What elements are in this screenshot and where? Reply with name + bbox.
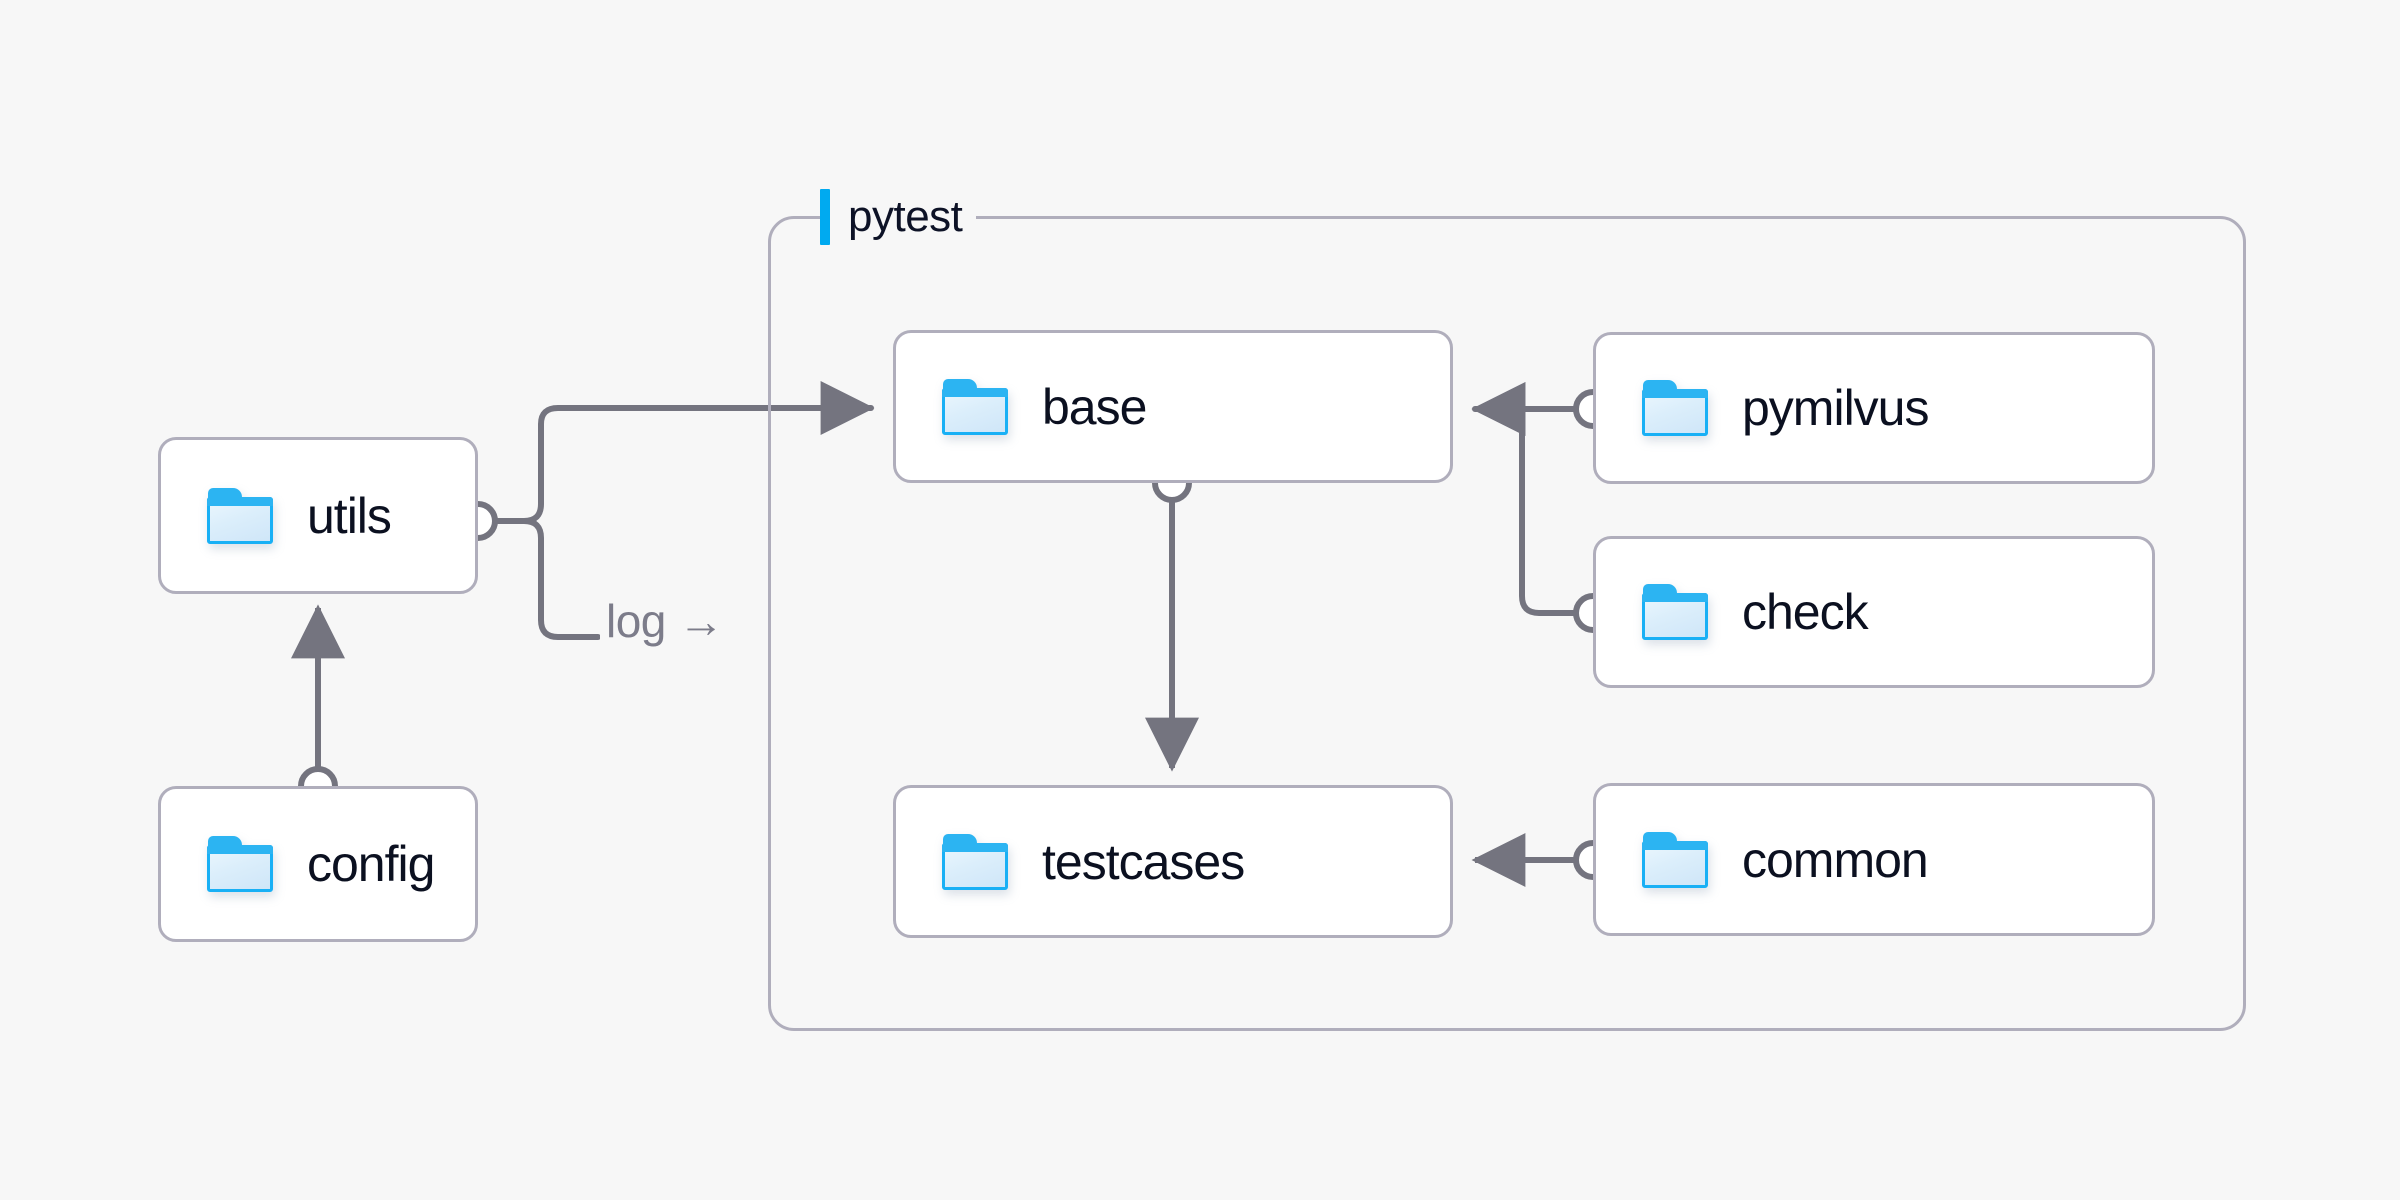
node-config[interactable]: config <box>158 786 478 942</box>
node-check[interactable]: check <box>1593 536 2155 688</box>
folder-icon <box>207 836 273 892</box>
node-label-check: check <box>1742 584 1869 640</box>
folder-icon <box>942 378 1008 435</box>
accent-bar-icon <box>820 189 830 245</box>
node-base[interactable]: base <box>893 330 1453 483</box>
node-common[interactable]: common <box>1593 783 2155 936</box>
node-label-testcases: testcases <box>1042 833 1245 890</box>
node-label-base: base <box>1042 378 1147 435</box>
group-title: pytest <box>848 192 963 241</box>
node-testcases[interactable]: testcases <box>893 785 1453 938</box>
folder-icon <box>1642 380 1708 436</box>
folder-icon <box>942 833 1008 890</box>
folder-icon <box>207 487 273 544</box>
node-label-common: common <box>1742 831 1929 888</box>
folder-icon <box>1642 831 1708 888</box>
node-label-utils: utils <box>307 487 392 544</box>
node-label-pymilvus: pymilvus <box>1742 380 1929 436</box>
node-pymilvus[interactable]: pymilvus <box>1593 332 2155 484</box>
edge-utils-log <box>491 518 601 640</box>
group-container-pytest <box>768 216 2246 1031</box>
node-label-config: config <box>307 836 435 892</box>
group-label-pytest: pytest <box>820 186 977 248</box>
folder-icon <box>1642 584 1708 640</box>
node-utils[interactable]: utils <box>158 437 478 594</box>
edge-label-log: log → <box>600 594 730 648</box>
